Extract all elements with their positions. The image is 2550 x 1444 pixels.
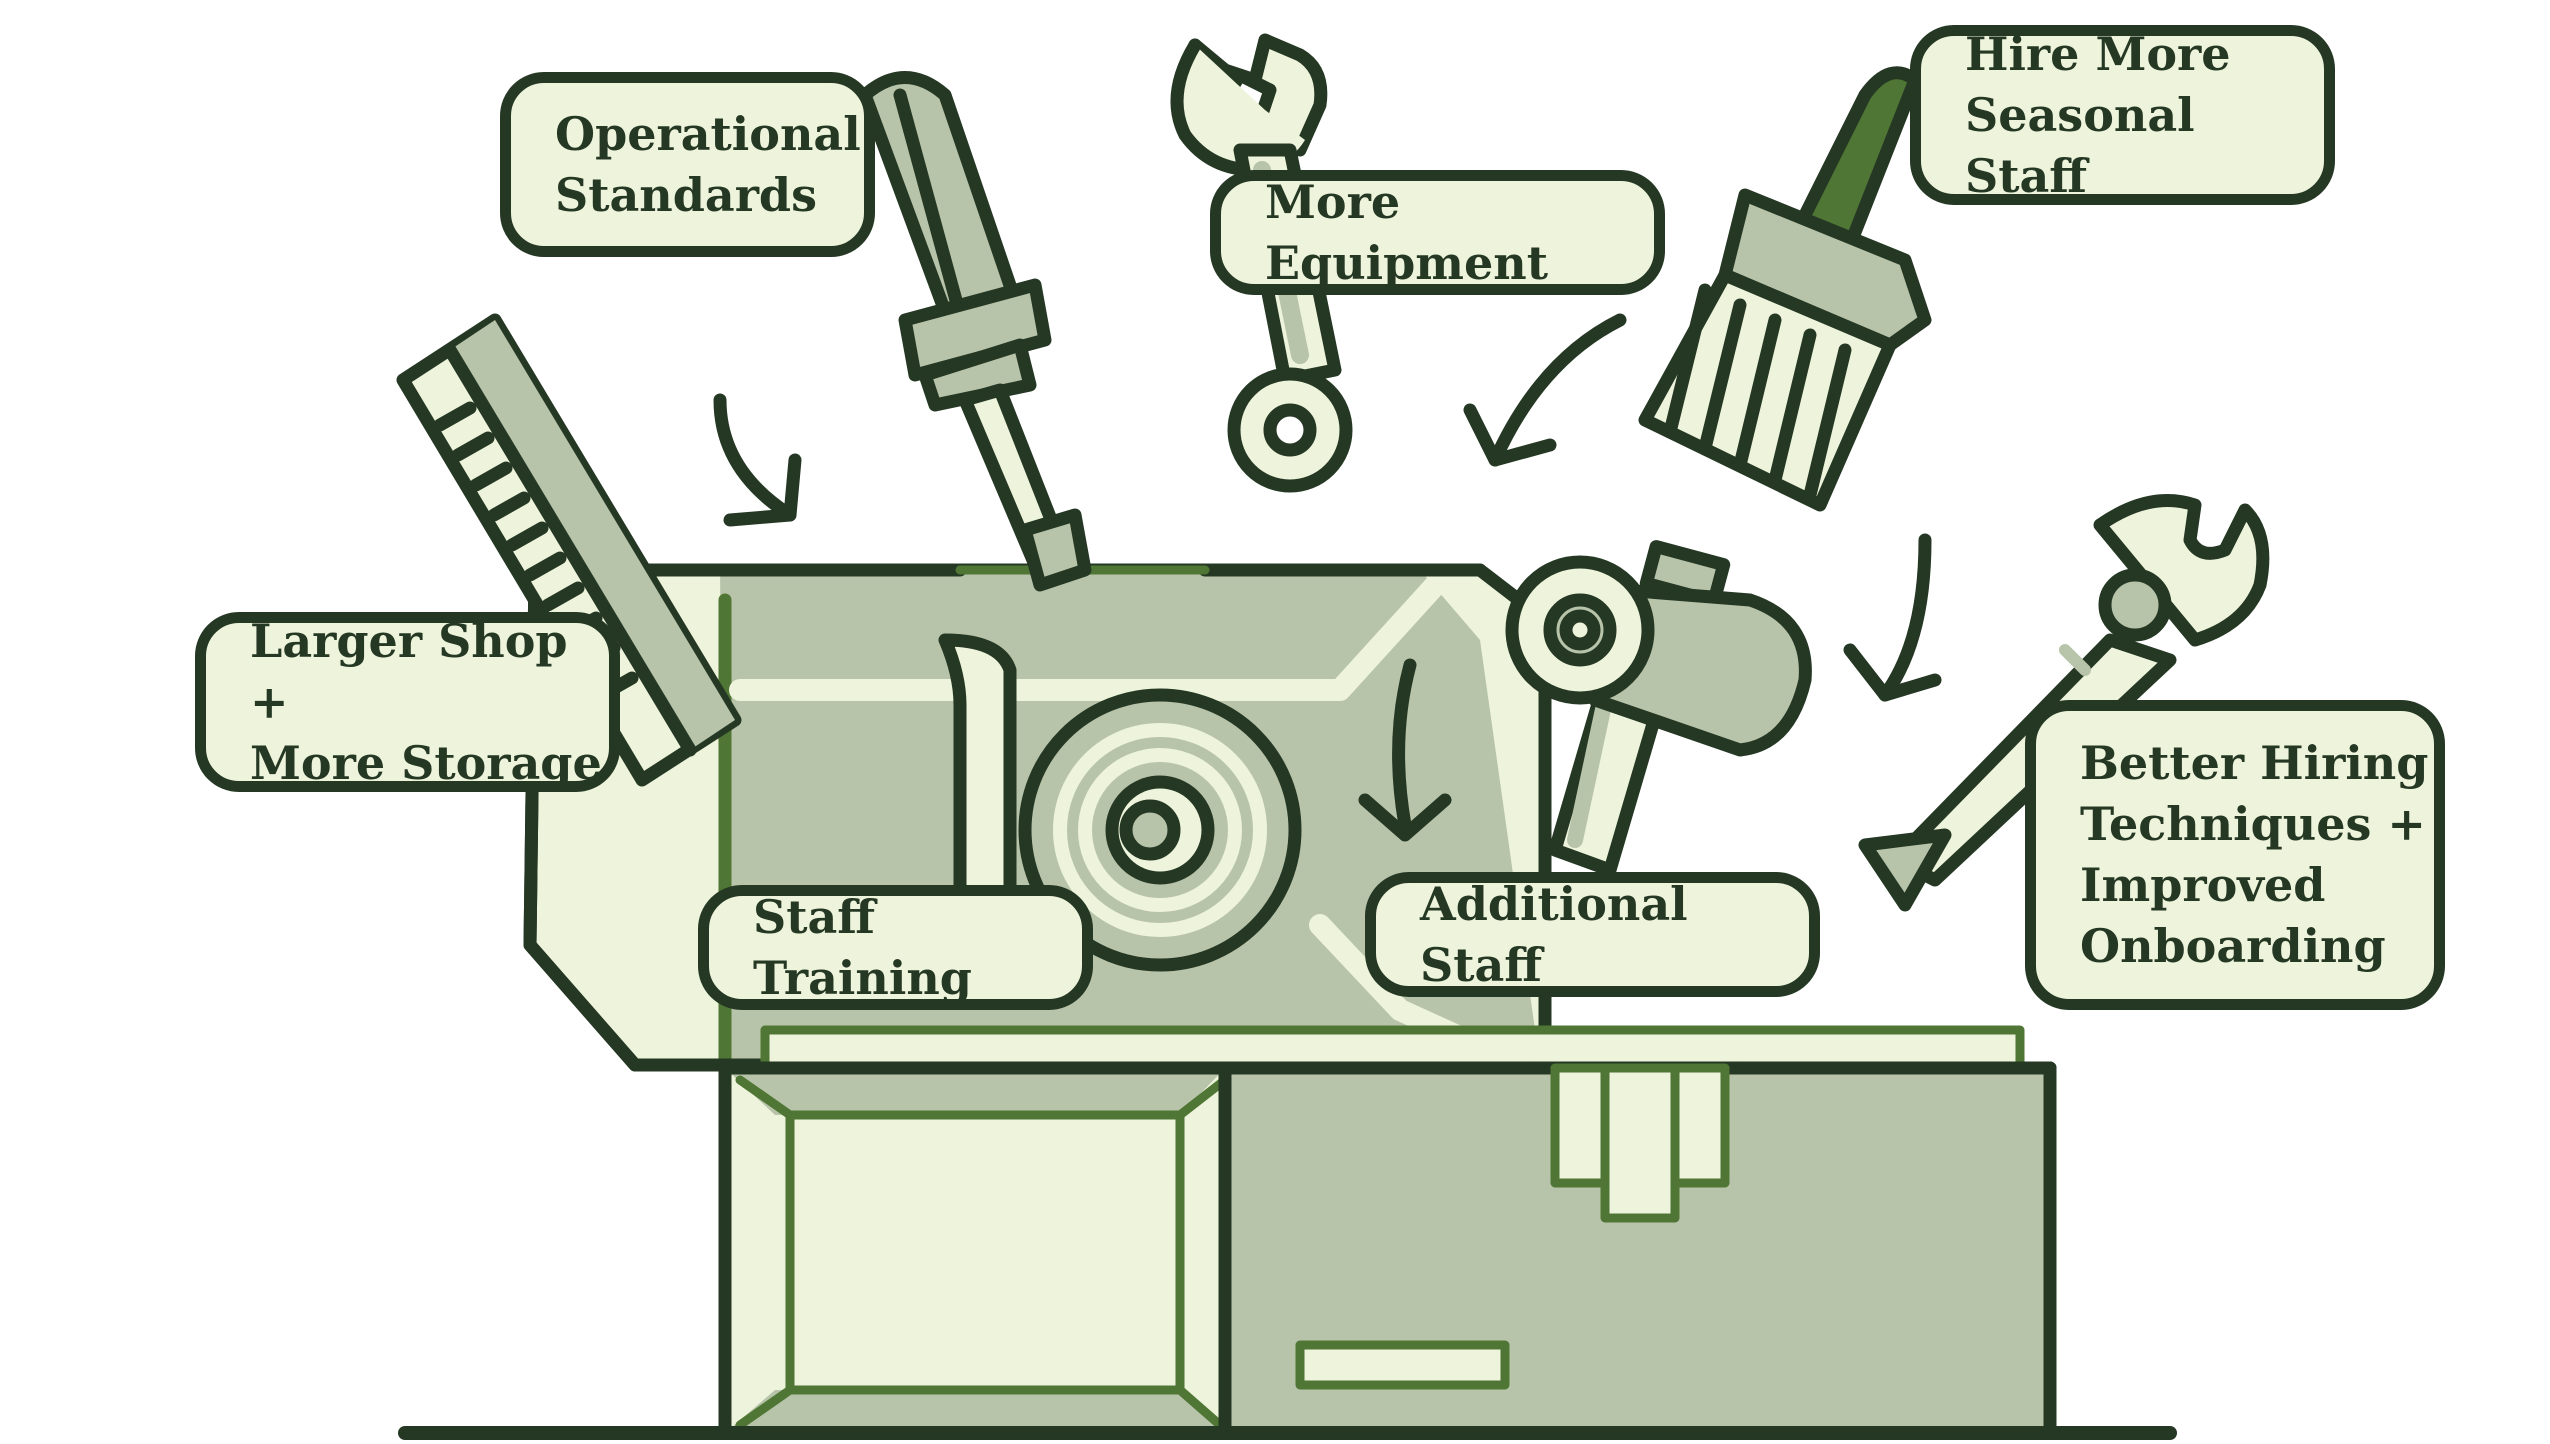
callout-staff-training: Staff Training xyxy=(698,885,1093,1010)
callout-hire-more-seasonal-staff: Hire More Seasonal Staff xyxy=(1910,25,2335,205)
callout-operational-standards: Operational Standards xyxy=(500,72,875,257)
label-operational-standards: Operational Standards xyxy=(555,104,861,226)
label-staff-training: Staff Training xyxy=(753,887,1082,1009)
callout-more-equipment: More Equipment xyxy=(1210,170,1665,295)
label-additional-staff: Additional Staff xyxy=(1420,874,1809,996)
label-larger-shop-more-storage: Larger Shop + More Storage xyxy=(250,611,609,794)
hammer-icon xyxy=(1512,547,1805,870)
arrow-icon xyxy=(1470,320,1620,460)
callout-larger-shop-more-storage: Larger Shop + More Storage xyxy=(195,612,620,792)
arrow-icon xyxy=(720,400,795,520)
toolbox-icon xyxy=(725,1030,2050,1433)
screwdriver-icon xyxy=(865,78,1085,586)
label-better-hiring-techniques: Better Hiring Techniques + Improved Onbo… xyxy=(2080,733,2428,977)
callout-additional-staff: Additional Staff xyxy=(1365,872,1820,997)
label-hire-more-seasonal-staff: Hire More Seasonal Staff xyxy=(1965,24,2324,207)
label-more-equipment: More Equipment xyxy=(1265,172,1654,294)
callout-better-hiring-techniques: Better Hiring Techniques + Improved Onbo… xyxy=(2025,700,2445,1010)
paint-brush-icon xyxy=(1645,73,1925,505)
arrow-icon xyxy=(1850,540,1935,695)
